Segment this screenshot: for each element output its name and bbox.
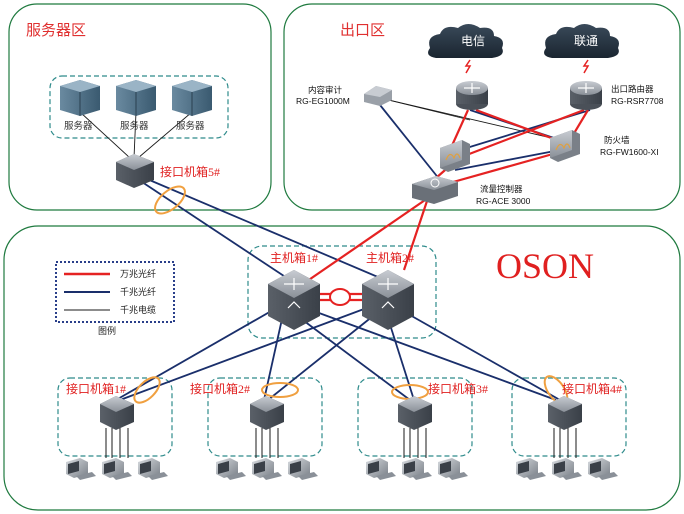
- content-audit-icon: [364, 86, 392, 106]
- iface4-switch-icon: [548, 396, 582, 430]
- cloud-telecom-label: 电信: [461, 34, 485, 48]
- workstation-icon: [366, 458, 396, 480]
- server-1-label: 服务器: [64, 120, 93, 132]
- iface1-cables: [105, 428, 129, 458]
- server-1-icon: [60, 80, 100, 116]
- main-chassis-1-icon: [268, 270, 320, 330]
- iface1-switch-icon: [100, 396, 134, 430]
- iface3-label: 接口机箱3#: [428, 381, 488, 396]
- iface1-group: [57, 377, 173, 457]
- wan-link-telecom-icon: [464, 59, 472, 74]
- firewall-left-icon: [440, 140, 470, 172]
- firewall-right-icon: [550, 130, 580, 162]
- network-name: OSON: [496, 246, 594, 286]
- iface4-group: [511, 377, 627, 457]
- exit-zone-title: 出口区: [340, 22, 385, 39]
- workstation-icon: [66, 458, 96, 480]
- legend-label-gig-cable: 千兆电缆: [120, 304, 156, 315]
- workstation-icon: [216, 458, 246, 480]
- legend-title: 图例: [98, 325, 116, 336]
- workstation-icon: [552, 458, 582, 480]
- audit-name: 内容审计: [308, 85, 343, 95]
- link-aggregation-ring: [329, 288, 351, 306]
- router-name: 出口路由器: [611, 84, 654, 94]
- legend-box: [55, 261, 175, 323]
- workstation-icon: [438, 458, 468, 480]
- iface5-switch-icon: [116, 154, 154, 188]
- server-zone-title: 服务器区: [26, 22, 86, 39]
- firewall-model: RG-FW1600-XI: [600, 147, 659, 157]
- iface-chassis-row: 接口机箱1# 接口机箱2# 接口机箱3# 接口机箱4: [66, 381, 622, 458]
- iface3-switch-icon: [398, 396, 432, 430]
- iface2-label: 接口机箱2#: [190, 381, 250, 396]
- flow-controller-icon: [412, 176, 458, 204]
- router-model: RG-RSR7708: [611, 96, 664, 106]
- iface3-group: [357, 377, 473, 457]
- router-telecom-icon: [456, 81, 488, 110]
- audit-model: RG-EG1000M: [296, 96, 350, 106]
- iface2-switch-icon: [250, 396, 284, 430]
- exit-zone: [283, 3, 681, 211]
- workstation-icon: [138, 458, 168, 480]
- oson-zone: [3, 225, 681, 511]
- workstations: [66, 458, 618, 480]
- iface5-label: 接口机箱5#: [160, 164, 220, 179]
- workstation-icon: [252, 458, 282, 480]
- wan-link-unicom-icon: [582, 59, 590, 74]
- iface4-cables: [553, 428, 577, 458]
- iface3-cables: [403, 428, 427, 458]
- flow-name: 流量控制器: [480, 184, 523, 194]
- iface4-label: 接口机箱4#: [562, 381, 622, 396]
- firewall-name: 防火墙: [604, 135, 630, 145]
- main-chassis-2-label: 主机箱2#: [366, 250, 414, 265]
- main-chassis-group: [247, 245, 437, 339]
- cloud-unicom-label: 联通: [574, 34, 598, 48]
- cloud-unicom-icon: [544, 24, 619, 58]
- workstation-icon: [102, 458, 132, 480]
- main-chassis-1-label: 主机箱1#: [270, 250, 318, 265]
- workstation-icon: [288, 458, 318, 480]
- workstation-icon: [516, 458, 546, 480]
- server-3-label: 服务器: [176, 120, 205, 132]
- legend-label-10g: 万兆光纤: [120, 268, 156, 279]
- workstation-icon: [588, 458, 618, 480]
- flow-model: RG-ACE 3000: [476, 196, 531, 206]
- iface1-label: 接口机箱1#: [66, 381, 126, 396]
- router-unicom-icon: [570, 81, 602, 110]
- iface2-group: [207, 377, 323, 457]
- iface2-cables: [255, 428, 279, 458]
- legend-label-gig-fiber: 千兆光纤: [120, 286, 156, 297]
- cloud-telecom-icon: [428, 24, 503, 58]
- server-2-label: 服务器: [120, 120, 149, 132]
- server-zone: [8, 3, 272, 211]
- workstation-icon: [402, 458, 432, 480]
- server-3-icon: [172, 80, 212, 116]
- main-chassis-2-icon: [362, 270, 414, 330]
- server-2-icon: [116, 80, 156, 116]
- server-group: [49, 75, 229, 139]
